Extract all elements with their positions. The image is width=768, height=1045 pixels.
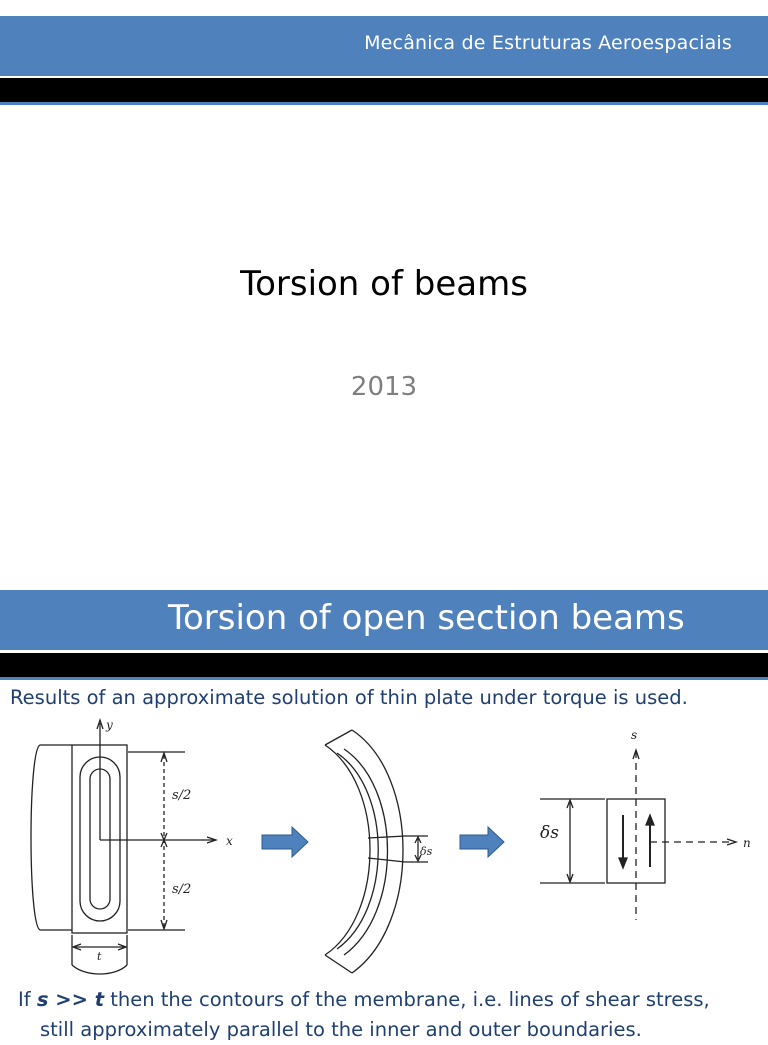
label-ds-large: δs (540, 823, 559, 843)
element-figure (540, 747, 739, 920)
label-y: y (105, 718, 113, 732)
label-s-half-bottom: s/2 (172, 882, 191, 897)
label-ds-small: δs (420, 845, 433, 858)
label-s-half-top: s/2 (172, 788, 191, 803)
slide-title: Torsion of beams (240, 264, 528, 304)
slide-year: 2013 (350, 372, 418, 402)
slide1-header-band (0, 16, 768, 76)
var-t: t (94, 988, 105, 1011)
slide2-heading: Torsion of open section beams (168, 598, 685, 638)
slide1-accent-line (0, 102, 768, 105)
slide2-accent-line (0, 677, 768, 680)
body-prefix: If (18, 988, 37, 1011)
label-s: s (631, 728, 637, 742)
operator: >> (48, 988, 95, 1011)
curved-strip-figure (324, 729, 428, 974)
body-rest: then the contours of the membrane, i.e. … (104, 988, 710, 1011)
intro-text: Results of an approximate solution of th… (10, 686, 688, 709)
var-s: s (36, 988, 49, 1011)
arrow-right-icon (459, 825, 505, 859)
label-x: x (226, 834, 233, 848)
arrow-right-icon (261, 825, 309, 859)
torsion-figure: y x s/2 s/2 t δs (30, 717, 751, 975)
slide2-black-bar (0, 653, 768, 677)
label-t: t (97, 950, 102, 963)
label-n: n (743, 836, 751, 850)
body-paragraph: If s >> t then the contours of the membr… (18, 985, 768, 1045)
plate-section-figure (30, 717, 219, 975)
slide1-black-bar (0, 78, 768, 102)
body-line2: still approximately parallel to the inne… (40, 1018, 642, 1041)
course-title: Mecânica de Estruturas Aeroespaciais (364, 32, 732, 54)
slide2-header-band (0, 590, 768, 650)
